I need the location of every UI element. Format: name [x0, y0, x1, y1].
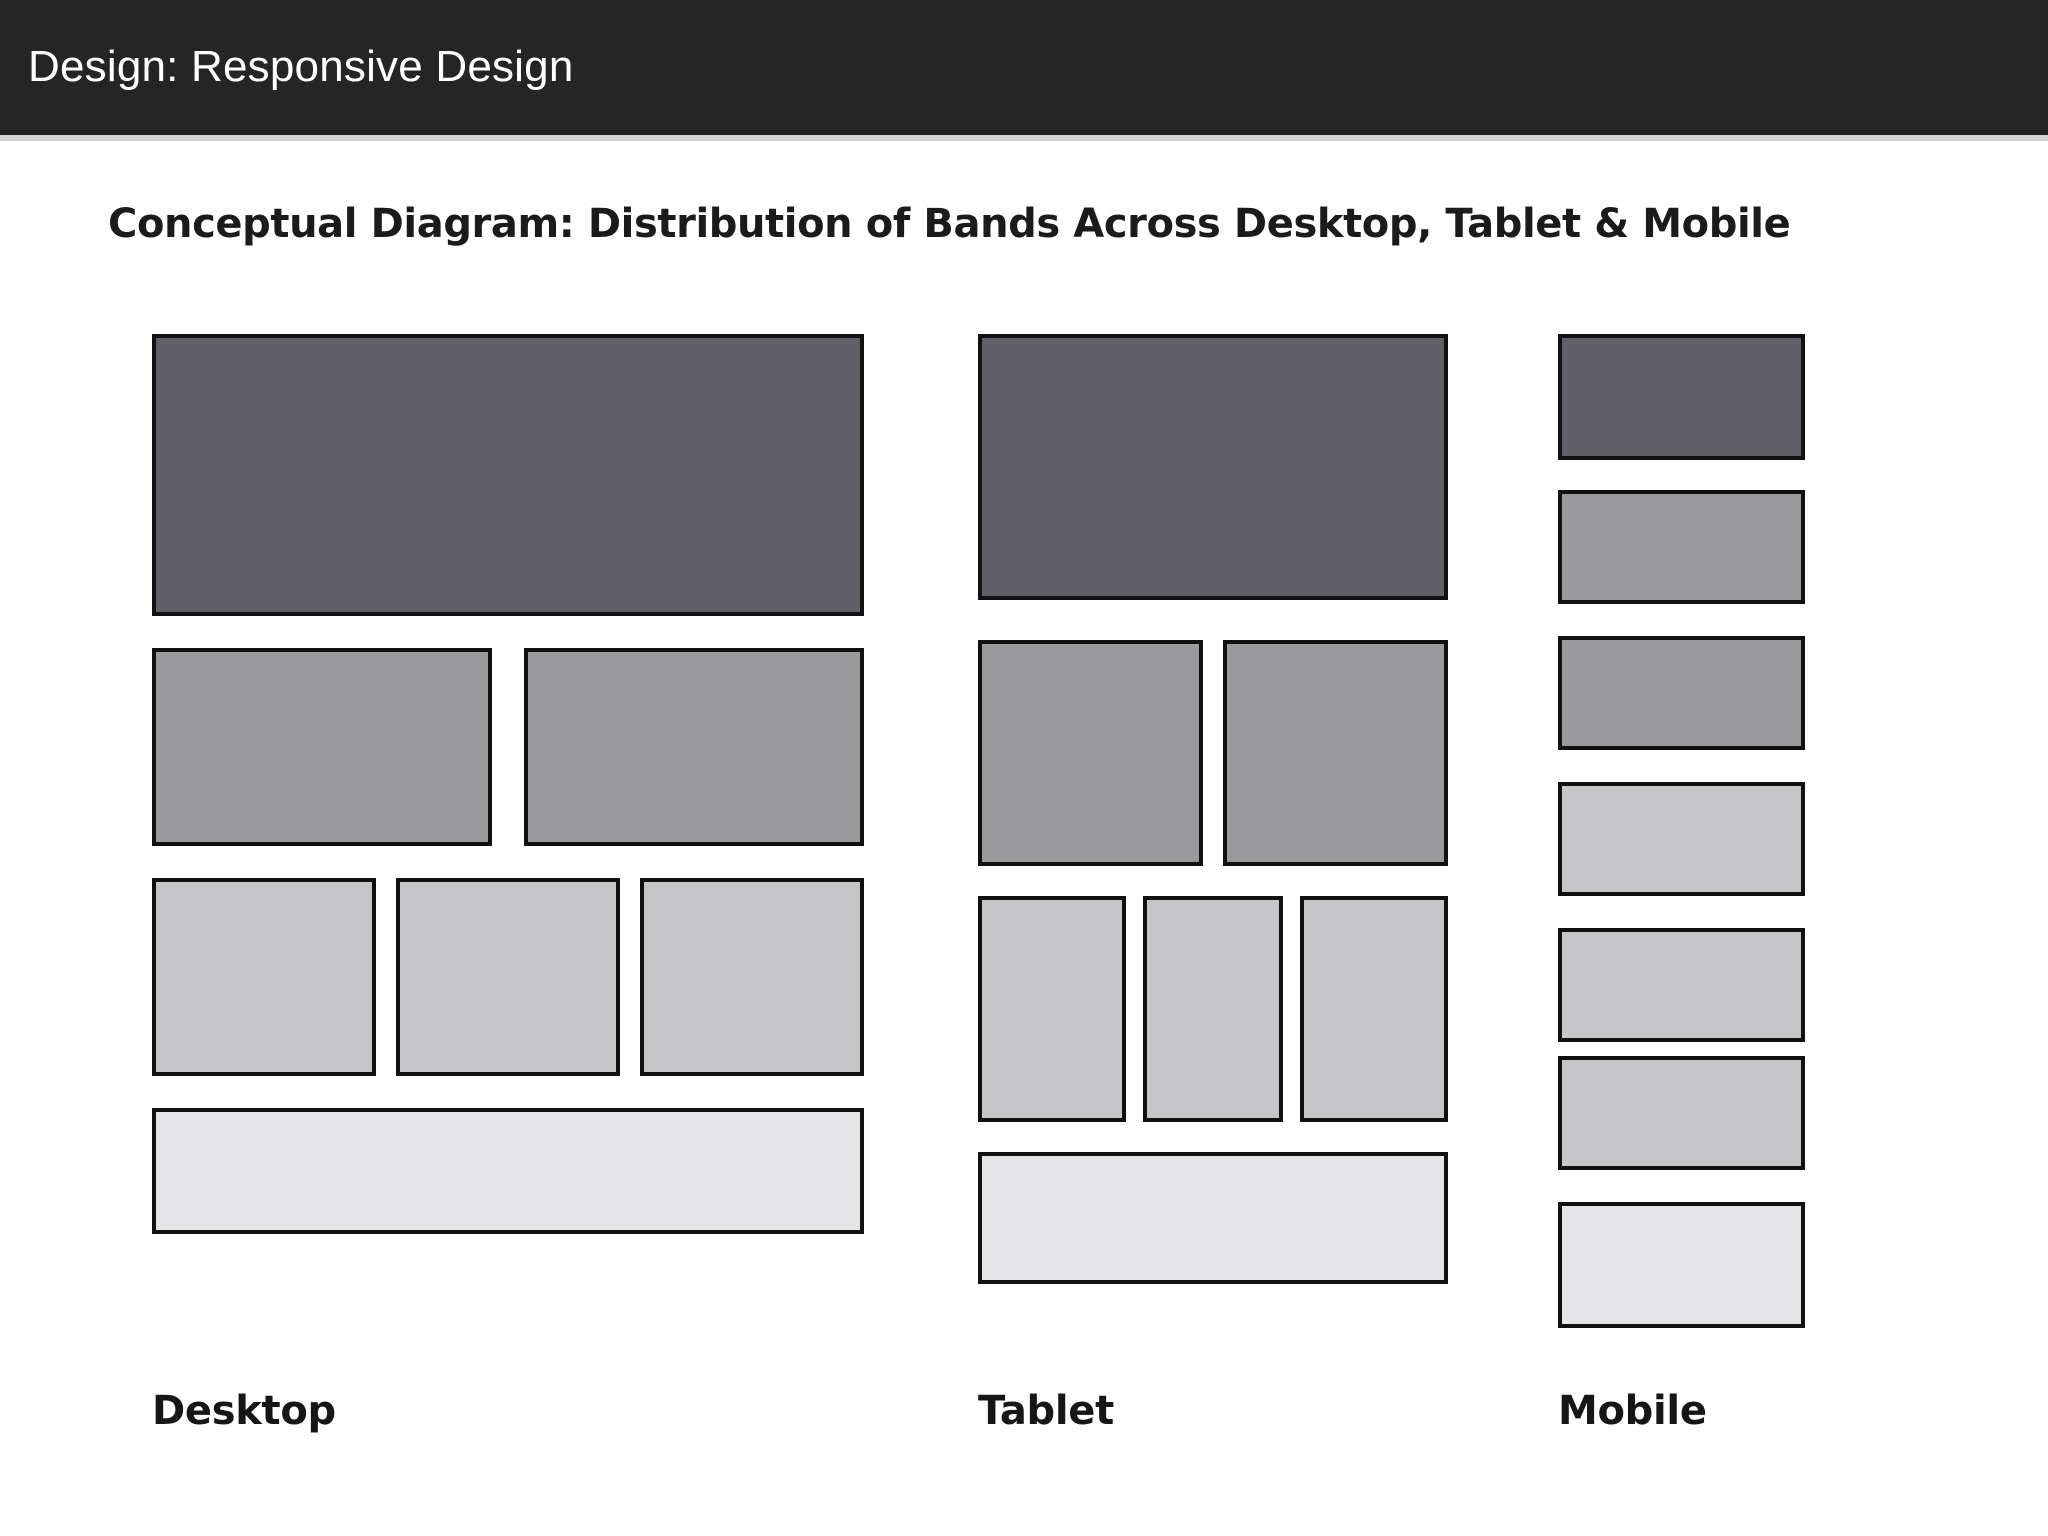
mobile-band-footer[interactable] [1558, 1202, 1805, 1328]
desktop-band-2b[interactable] [524, 648, 864, 846]
page-title: Design: Responsive Design [28, 42, 574, 91]
tablet-band-hero[interactable] [978, 334, 1448, 600]
mobile-band-3[interactable] [1558, 636, 1805, 750]
mobile-row-6 [1558, 1056, 1805, 1170]
mobile-row-2 [1558, 490, 1805, 604]
desktop-row-1 [152, 334, 864, 616]
desktop-band-footer[interactable] [152, 1108, 864, 1234]
mobile-row-1 [1558, 334, 1805, 460]
tablet-band-footer[interactable] [978, 1152, 1448, 1284]
tablet-band-3a[interactable] [978, 896, 1126, 1122]
tablet-band-3b[interactable] [1143, 896, 1283, 1122]
mobile-row-3 [1558, 636, 1805, 750]
tablet-row-3 [978, 896, 1448, 1122]
app-header: Design: Responsive Design [0, 0, 2048, 135]
desktop-band-3a[interactable] [152, 878, 376, 1076]
desktop-row-2 [152, 648, 864, 846]
diagram-columns: Desktop Tablet Mobile [0, 141, 2048, 1536]
mobile-band-2[interactable] [1558, 490, 1805, 604]
header-divider [0, 135, 2048, 141]
mobile-band-5[interactable] [1558, 928, 1805, 1042]
tablet-row-4 [978, 1152, 1448, 1284]
tablet-row-2 [978, 640, 1448, 866]
device-label-mobile: Mobile [1558, 1388, 1707, 1434]
desktop-band-3c[interactable] [640, 878, 864, 1076]
mobile-row-5 [1558, 928, 1805, 1042]
tablet-band-2b[interactable] [1223, 640, 1448, 866]
mobile-row-7 [1558, 1202, 1805, 1328]
desktop-band-3b[interactable] [396, 878, 620, 1076]
device-column-tablet [978, 334, 1448, 1284]
tablet-band-3c[interactable] [1300, 896, 1448, 1122]
mobile-row-4 [1558, 782, 1805, 896]
desktop-band-2a[interactable] [152, 648, 492, 846]
tablet-row-1 [978, 334, 1448, 600]
mobile-band-4[interactable] [1558, 782, 1805, 896]
device-label-desktop: Desktop [152, 1388, 336, 1434]
desktop-row-4 [152, 1108, 864, 1234]
slide-body: Conceptual Diagram: Distribution of Band… [0, 141, 2048, 1536]
tablet-band-2a[interactable] [978, 640, 1203, 866]
desktop-band-hero[interactable] [152, 334, 864, 616]
mobile-band-6[interactable] [1558, 1056, 1805, 1170]
device-column-mobile [1558, 334, 1805, 1328]
diagram-title: Conceptual Diagram: Distribution of Band… [108, 201, 1791, 247]
mobile-band-1[interactable] [1558, 334, 1805, 460]
device-column-desktop [152, 334, 864, 1234]
device-label-tablet: Tablet [978, 1388, 1114, 1434]
desktop-row-3 [152, 878, 864, 1076]
